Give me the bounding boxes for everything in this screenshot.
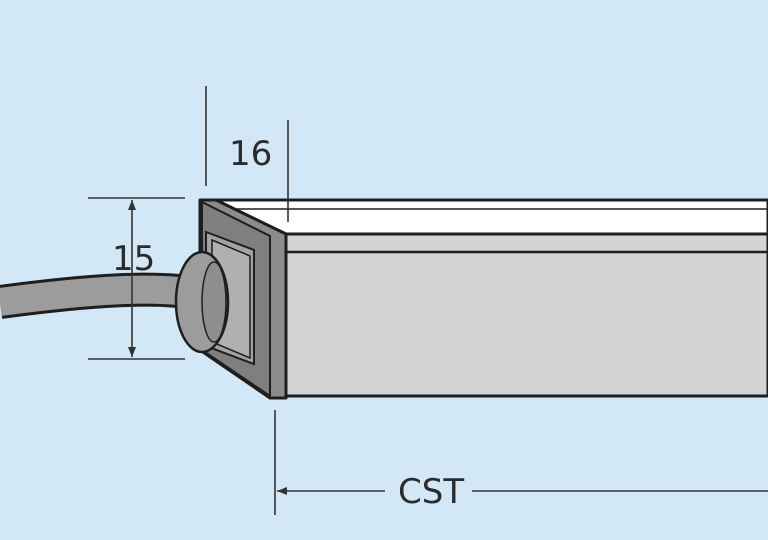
profile-side-face	[284, 232, 768, 398]
cable-grommet-ring	[201, 261, 227, 343]
profile-top-face	[210, 198, 768, 236]
cable	[0, 275, 209, 316]
depth-dimension-label: 16	[229, 134, 272, 174]
length-dimension-label: CST	[398, 472, 464, 512]
height-dimension-label: 15	[112, 239, 155, 279]
